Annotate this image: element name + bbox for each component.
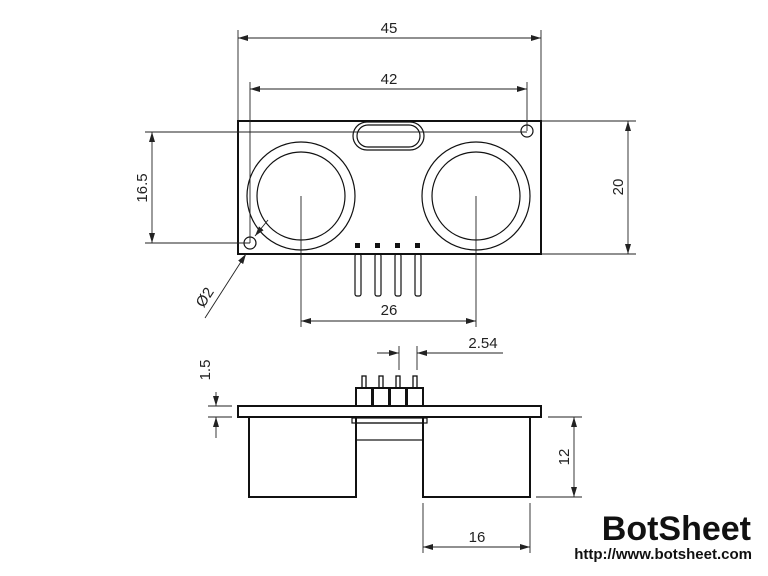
dim-hole-spacing-y: 16.5	[134, 173, 151, 202]
crystal-body	[355, 422, 424, 441]
crystal-inner	[356, 124, 421, 148]
dim-transducer-height: 12	[556, 449, 573, 466]
dim-transducer-spacing: 26	[381, 302, 398, 319]
dim-hole-diameter: Ø2	[193, 285, 218, 311]
board-outline	[237, 120, 542, 255]
dim-board-thickness: 1.5	[197, 360, 214, 381]
board-side	[237, 405, 542, 418]
crystal-bracket	[351, 417, 428, 424]
pin-legs	[354, 253, 422, 297]
top-view: 45 42 16.5 20 Ø2 26	[134, 20, 636, 327]
dim-pin-pitch: 2.54	[468, 335, 497, 352]
transducer-left-side	[248, 417, 357, 498]
botsheet-logo: BotSheet	[602, 510, 751, 548]
botsheet-url[interactable]: http://www.botsheet.com	[574, 546, 752, 563]
dim-board-height: 20	[610, 179, 627, 196]
transducer-right-side	[422, 417, 531, 498]
pin-pads	[355, 243, 420, 248]
header-pins-side	[355, 375, 424, 407]
dim-transducer-diameter: 16	[469, 529, 486, 546]
crystal-outer	[352, 121, 425, 151]
side-view: 2.54 1.5 12 16	[197, 335, 582, 553]
dim-board-width: 45	[381, 20, 398, 37]
dim-hole-spacing-x: 42	[381, 71, 398, 88]
